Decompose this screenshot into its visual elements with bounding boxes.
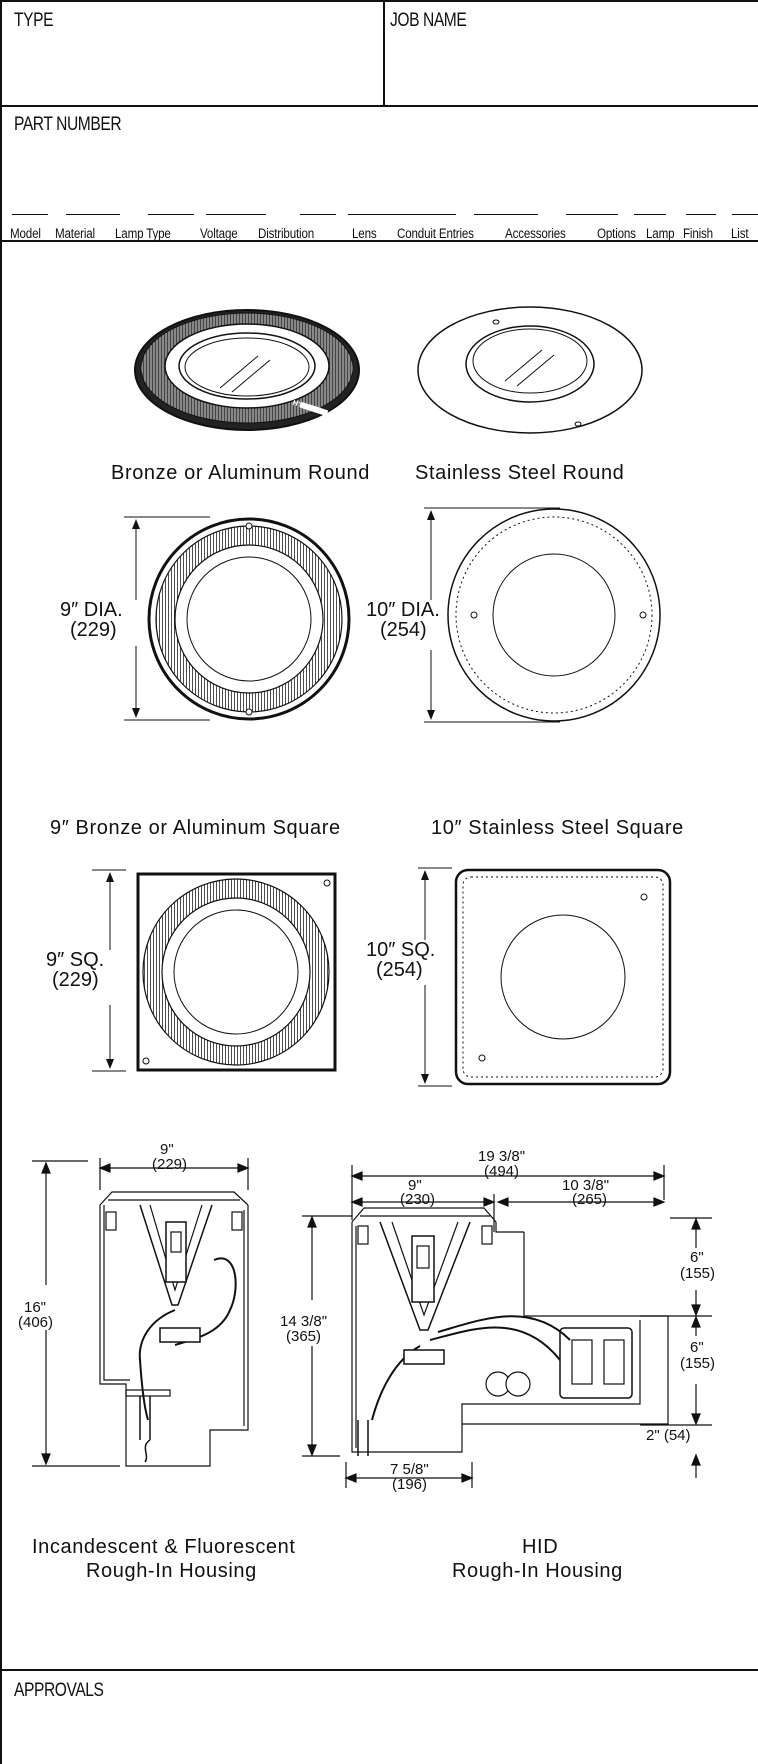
incandescent-housing-drawing: [32, 1158, 250, 1467]
caption-incandescent-line1: Incandescent & Fluorescent: [32, 1536, 296, 1558]
pn-field-lamp: Lamp: [646, 226, 675, 241]
pn-field-options: Options: [597, 226, 636, 241]
part-number-label: PART NUMBER: [14, 114, 122, 135]
pn-field-list: List: [731, 226, 749, 241]
caption-bronze-square: 9″ Bronze or Aluminum Square: [50, 817, 341, 839]
dim-hid-right-b: (265): [572, 1191, 608, 1208]
caption-hid-line2: Rough-In Housing: [452, 1560, 623, 1582]
hid-housing-drawing: [302, 1165, 712, 1488]
pn-blank-lamp-type: [148, 214, 194, 215]
pn-field-voltage: Voltage: [200, 226, 238, 241]
pn-blank-options: [634, 214, 666, 215]
pn-field-finish: Finish: [683, 226, 713, 241]
dim-round9-b: (229): [70, 619, 117, 641]
dim-hid-total-b: (494): [484, 1163, 520, 1180]
dim-hid-total-a: 19 3/8": [478, 1148, 526, 1165]
pn-blank-lens: [348, 214, 456, 215]
dim-hid-top-a: 6": [690, 1249, 704, 1266]
dim-round10-b: (254): [380, 619, 427, 641]
pn-field-distribution: Distribution: [258, 226, 315, 241]
pn-field-material: Material: [55, 226, 95, 241]
bronze-round-trim-illustration: [134, 309, 360, 431]
dim-hid-right-a: 10 3/8": [562, 1177, 610, 1194]
pn-blank-distribution: [300, 214, 336, 215]
dim-hid-bottom: 2" (54): [646, 1427, 691, 1444]
pn-blank-finish: [732, 214, 758, 215]
approvals-label: APPROVALS: [14, 1680, 104, 1701]
dim-inc-width-b: (229): [152, 1156, 188, 1173]
stainless-round-plan-drawing: [424, 507, 661, 723]
stainless-round-trim-illustration: [417, 306, 643, 434]
pn-field-conduit-entries: Conduit Entries: [397, 226, 474, 241]
dim-inc-height-b: (406): [18, 1314, 54, 1331]
dim-hid-left-a: 9": [408, 1177, 422, 1194]
dim-hid-top-b: (155): [680, 1265, 716, 1282]
pn-blank-model: [12, 214, 48, 215]
bronze-round-plan-drawing: [124, 516, 351, 721]
pn-field-lamp-type: Lamp Type: [115, 226, 171, 241]
caption-stainless-round: Stainless Steel Round: [415, 462, 625, 484]
stainless-square-plan-drawing: [418, 867, 672, 1087]
dim-round10-a: 10″ DIA.: [366, 599, 440, 621]
dim-inc-height-a: 16": [24, 1299, 47, 1316]
caption-stainless-square: 10″ Stainless Steel Square: [431, 817, 684, 839]
type-label: TYPE: [14, 10, 54, 31]
caption-incandescent-line2: Rough-In Housing: [86, 1560, 257, 1582]
pn-field-accessories: Accessories: [505, 226, 566, 241]
pn-blank-accessories: [566, 214, 618, 215]
dim-hid-mid-a: 6": [690, 1339, 704, 1356]
pn-blank-conduit: [474, 214, 538, 215]
dim-inc-width-a: 9": [160, 1141, 174, 1158]
job-name-label: JOB NAME: [390, 10, 467, 31]
dim-sq10-a: 10″ SQ.: [366, 939, 436, 961]
dim-hid-mid-b: (155): [680, 1355, 716, 1372]
caption-bronze-round: Bronze or Aluminum Round: [111, 462, 370, 484]
pn-field-lens: Lens: [352, 226, 377, 241]
pn-blank-lamp: [686, 214, 716, 215]
dim-sq9-a: 9″ SQ.: [46, 949, 105, 971]
caption-hid-line1: HID: [522, 1536, 559, 1558]
dim-hid-base-b: (196): [392, 1476, 428, 1493]
dim-hid-base-a: 7 5/8": [390, 1461, 429, 1478]
pn-blank-material: [66, 214, 120, 215]
dim-hid-height-b: (365): [286, 1328, 322, 1345]
bronze-square-plan-drawing: [92, 869, 337, 1072]
dim-hid-left-b: (230): [400, 1191, 436, 1208]
dim-round9-a: 9″ DIA.: [60, 599, 123, 621]
dim-sq9-b: (229): [52, 969, 99, 991]
pn-field-model: Model: [10, 226, 41, 241]
pn-blank-voltage: [206, 214, 266, 215]
dim-sq10-b: (254): [376, 959, 423, 981]
dim-hid-height-a: 14 3/8": [280, 1313, 328, 1330]
